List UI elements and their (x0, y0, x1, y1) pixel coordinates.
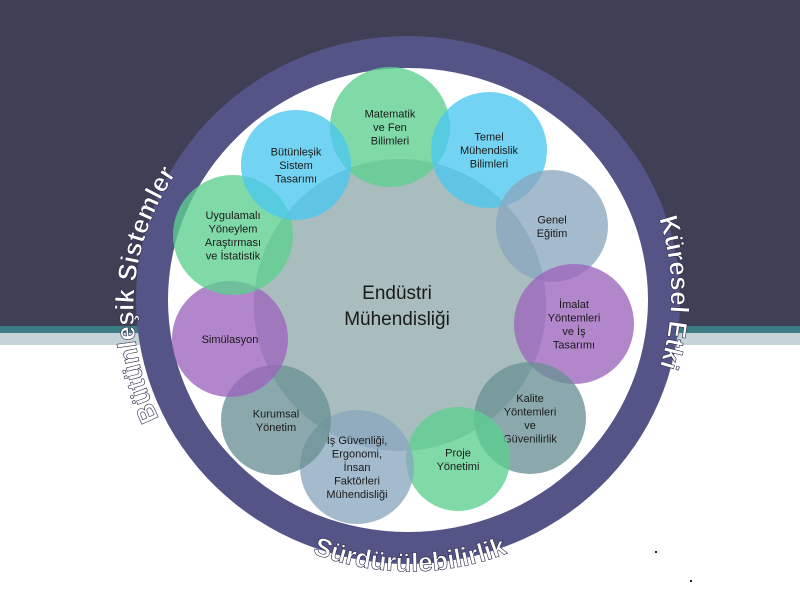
node-label-line: İmalat (559, 298, 589, 311)
node-label-line: Bilimleri (470, 159, 509, 171)
node-label-line: Tasarımı (553, 339, 595, 351)
node-circle (172, 281, 288, 397)
node-simulasyon: Simülasyon (172, 281, 288, 397)
node-label-line: Eğitim (537, 228, 568, 240)
node-label-line: Araştırması (205, 237, 261, 249)
node-circle (300, 410, 414, 524)
node-circle (514, 264, 634, 384)
node-label-line: Kalite (516, 393, 544, 405)
node-label-line: Yöneylem (209, 223, 258, 235)
node-label-line: Yönetimi (437, 461, 480, 473)
node-circle (431, 92, 547, 208)
node-label-line: Mühendislik (460, 145, 519, 157)
node-label-line: ve İstatistik (206, 249, 261, 262)
node-circle (496, 170, 608, 282)
center-title-line: Mühendisliği (344, 309, 450, 330)
node-label-line: Tasarımı (275, 174, 317, 186)
stray-dot (655, 551, 657, 553)
node-label-line: Kurumsal (253, 408, 299, 420)
node-label-line: Temel (474, 132, 503, 144)
node-label-line: İnsan (344, 461, 371, 474)
node-label-line: Proje (445, 447, 471, 459)
node-label-line: ve Fen (373, 122, 407, 134)
node-label-line: Uygulamalı (205, 210, 260, 222)
stray-dot (690, 580, 692, 582)
node-label-line: Faktörleri (334, 476, 380, 488)
node-label-line: Bilimleri (371, 136, 410, 148)
node-label-line: Yöntemleri (504, 406, 557, 418)
node-label-line: Mühendisliği (326, 489, 387, 501)
node-circle (406, 407, 510, 511)
center-title-line: Endüstri (362, 283, 432, 304)
node-label-line: Yöntemleri (548, 312, 601, 324)
node-label-line: ve (524, 420, 536, 432)
node-label-line: Güvenilirlik (503, 433, 557, 445)
node-label: Simülasyon (202, 334, 259, 346)
node-circle (330, 67, 450, 187)
node-label-line: Matematik (365, 109, 416, 121)
node-label-line: Simülasyon (202, 334, 259, 346)
node-label-line: İş Güvenliği, (327, 434, 388, 447)
node-label-line: Sistem (279, 160, 313, 172)
center-circle (254, 159, 546, 451)
node-label-line: Genel (537, 214, 566, 226)
node-label-line: Yönetim (256, 422, 296, 434)
node-label-line: ve İş (562, 325, 586, 338)
node-circle (241, 110, 351, 220)
node-label-line: Bütünleşik (271, 147, 322, 159)
node-label-line: Ergonomi, (332, 449, 382, 461)
